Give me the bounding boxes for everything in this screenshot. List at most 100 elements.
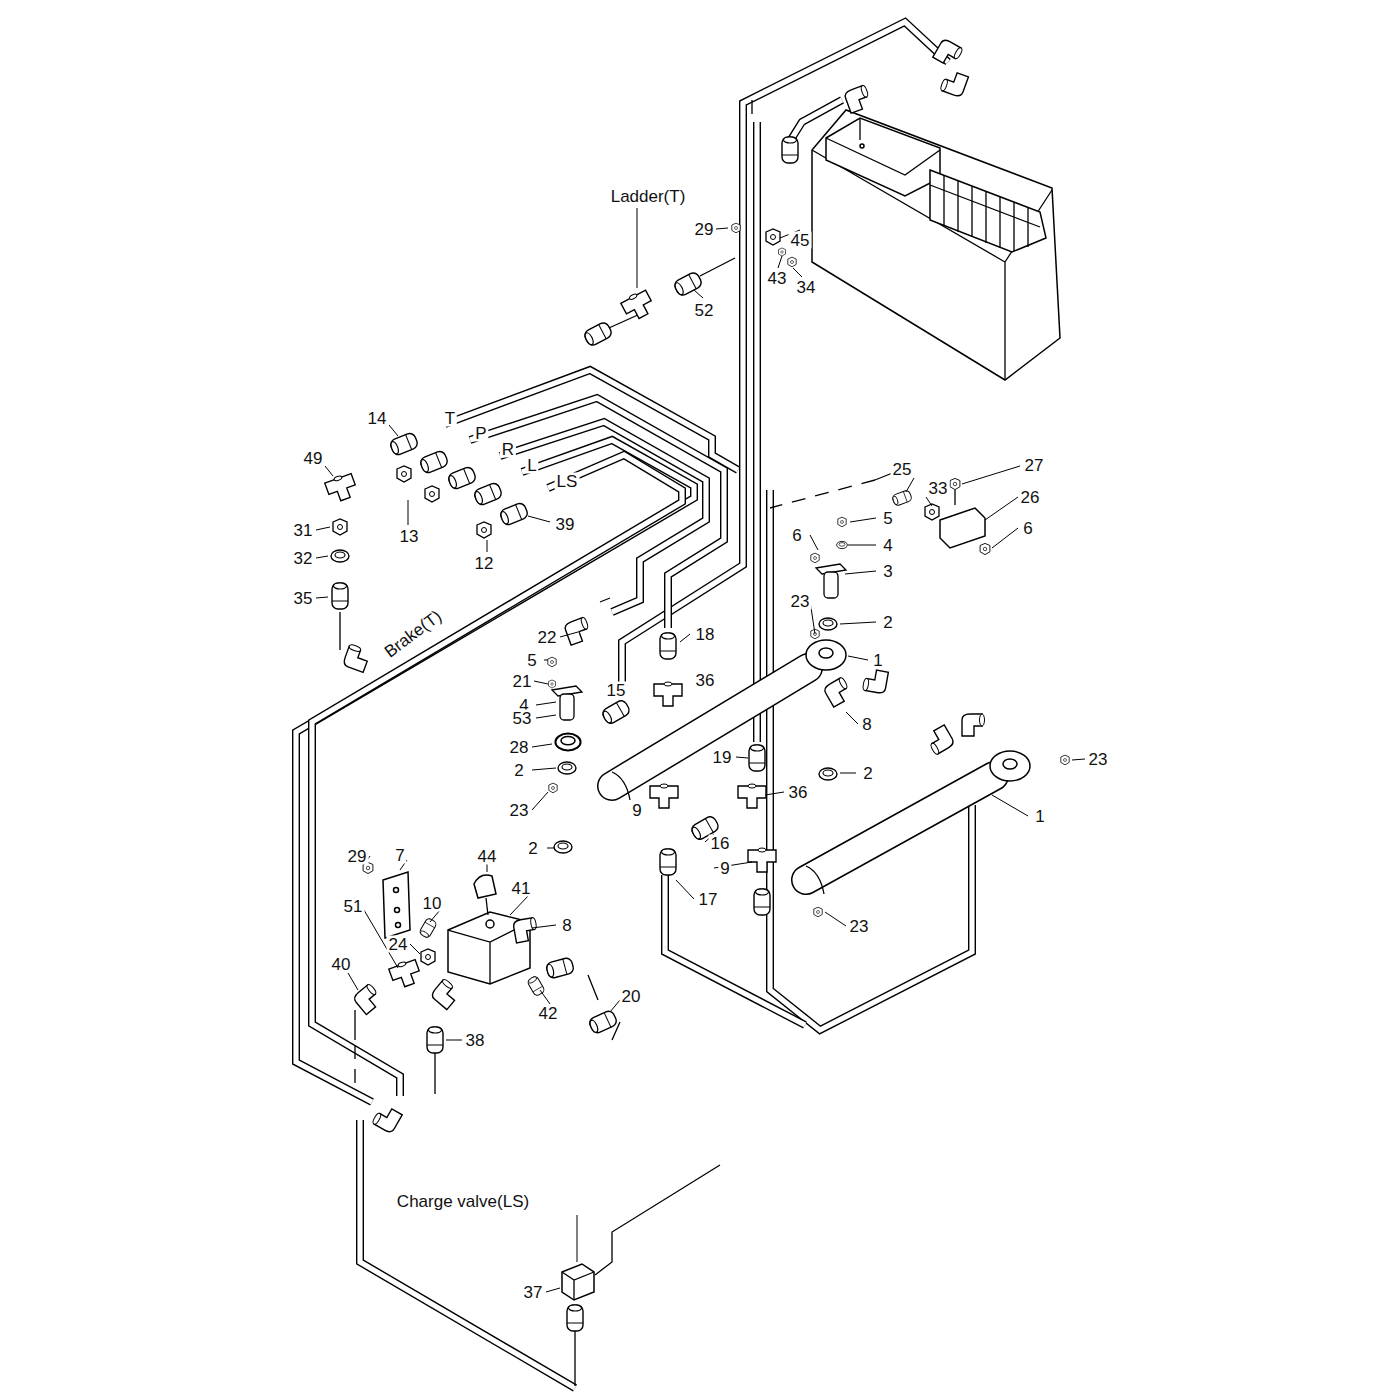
charge-valve-edge [562, 1272, 594, 1300]
callout-number: 6 [790, 527, 803, 544]
callout-number: 36 [787, 784, 810, 801]
elbow-fitting [933, 38, 963, 68]
elbow-fitting [513, 917, 539, 943]
callout-number: 21 [511, 673, 534, 690]
callout-number: 31 [292, 522, 315, 539]
cylinder-body [806, 776, 994, 880]
port-label: P [473, 425, 488, 442]
callout-number: 4 [881, 537, 894, 554]
pin [892, 490, 913, 507]
tee-fitting [324, 472, 359, 504]
callout-number: 49 [302, 450, 325, 467]
nut [788, 257, 796, 267]
washer [837, 541, 848, 548]
callout-number: 41 [510, 880, 533, 897]
leader-lines [316, 208, 1085, 1292]
cylinder-cap [806, 866, 824, 894]
callout-number: 17 [697, 891, 720, 908]
elbow-fitting [430, 978, 461, 1009]
callout-number: 44 [476, 848, 499, 865]
callout-number: 43 [766, 270, 789, 287]
seal-ring [558, 762, 576, 774]
hose-fitting [389, 432, 419, 457]
elbow-fitting [372, 1104, 402, 1134]
pipe-clamp [552, 686, 582, 720]
callout-number: 14 [366, 410, 389, 427]
callout-number: 2 [881, 614, 894, 631]
hose-fitting [782, 137, 798, 163]
callout-number: 45 [789, 232, 812, 249]
callout-number: 52 [693, 302, 716, 319]
hose-fitting [601, 699, 632, 726]
tee-fitting [388, 958, 423, 990]
plug [980, 543, 990, 554]
bolt [419, 917, 438, 938]
valve-stem [486, 898, 488, 915]
washer [549, 680, 556, 688]
cylinder-eye-hole [819, 648, 833, 658]
callout-number: 10 [421, 895, 444, 912]
hose-fitting [588, 1009, 618, 1034]
adapter [397, 466, 411, 482]
hose-fitting [447, 466, 477, 491]
port-label: Ladder(T) [609, 188, 688, 205]
callout-number: 20 [620, 988, 643, 1005]
charge-valve [562, 1264, 594, 1300]
adapter [425, 486, 439, 502]
pipe [754, 122, 759, 742]
pipe [360, 1120, 575, 1388]
elbow-fitting [823, 677, 853, 707]
cylinder-eye [990, 751, 1030, 781]
pipe [470, 398, 724, 628]
callout-number: 26 [1019, 489, 1042, 506]
tee-fitting [748, 848, 776, 872]
callout-number: 28 [508, 739, 531, 756]
callout-number: 40 [330, 956, 353, 973]
port-label: T [443, 410, 457, 427]
nut [814, 907, 822, 917]
callout-number: 33 [927, 480, 950, 497]
cylinder-body [612, 668, 808, 786]
elbow-fitting [862, 668, 888, 694]
elbow-fitting [844, 85, 873, 113]
hose-fitting [567, 1305, 583, 1331]
callout-number: 13 [398, 528, 421, 545]
cylinder-body [806, 776, 994, 880]
nut [1061, 755, 1069, 765]
callout-number: 5 [525, 652, 538, 669]
tank-edge [826, 118, 940, 175]
plug [811, 553, 819, 563]
pipe [665, 875, 805, 1025]
pipe [792, 100, 842, 160]
fittings [324, 38, 1069, 1331]
plate-hole [394, 888, 399, 893]
hose-fitting [660, 849, 676, 875]
adapter [421, 949, 435, 965]
seal-ring [554, 841, 572, 853]
cylinder-eye [806, 640, 846, 670]
valve-port [486, 920, 494, 928]
valve-stack [930, 170, 1046, 252]
cylinder-eye-hole [1003, 759, 1017, 769]
hose-fitting [419, 450, 449, 475]
valve-section [944, 175, 1028, 251]
callout-number: 8 [860, 716, 873, 733]
nut [549, 783, 557, 793]
callout-number: 22 [536, 629, 559, 646]
leader-line [316, 208, 1085, 1292]
callout-number: 2 [512, 762, 525, 779]
hose-fitting [673, 271, 703, 297]
adapter [925, 504, 939, 520]
tank-edge [812, 150, 1052, 380]
valve-edge [930, 185, 1040, 227]
bolt [950, 478, 960, 489]
tee-fitting [620, 288, 656, 322]
callout-number: 1 [1033, 808, 1046, 825]
callout-number: 39 [554, 516, 577, 533]
adapter [333, 519, 347, 535]
callout-number: 2 [861, 765, 874, 782]
callout-number: 23 [508, 802, 531, 819]
seal-ring [331, 550, 349, 562]
